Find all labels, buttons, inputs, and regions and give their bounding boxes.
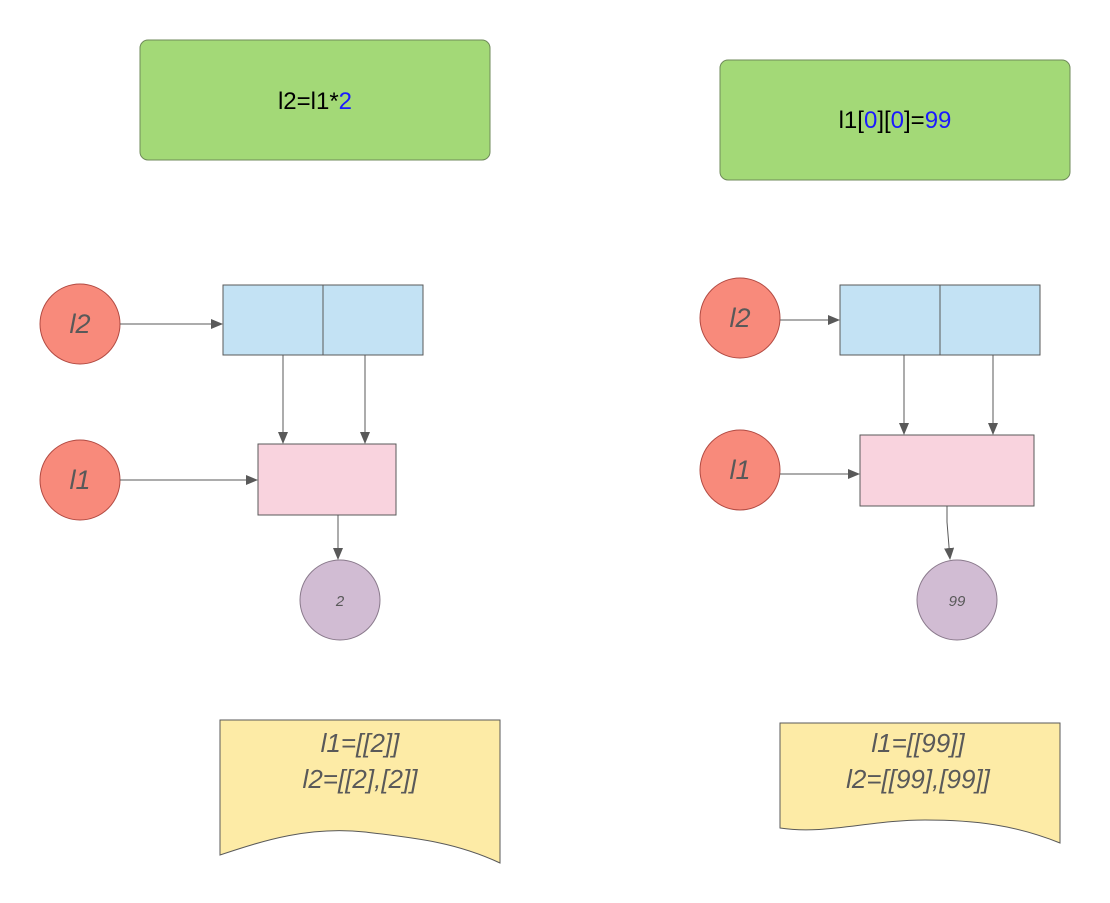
right-var-l1-node [699, 429, 781, 511]
right-note-line-1: l2=[[99],[99]] [846, 764, 991, 794]
right-code-part: 0 [864, 107, 877, 134]
left-inner-list [257, 443, 397, 516]
right-var-l2-label: l2 [729, 303, 750, 333]
right-note-line-0: l1=[[99]] [871, 728, 965, 758]
right-var-l2-node [699, 277, 781, 359]
left-outer-list-cell-1 [322, 284, 424, 356]
left-int-node [299, 559, 381, 641]
left-code-text: l2=l1*2 [278, 88, 352, 115]
left-var-l2-label: l2 [69, 309, 90, 339]
right-note-shape [779, 722, 1061, 844]
right-inner-list [859, 434, 1035, 507]
left-code-part: l2=l1* [278, 88, 339, 115]
right-int-label: 99 [949, 593, 966, 610]
right-code-part: ]= [904, 107, 925, 134]
left-outer-list-cell-0 [222, 284, 324, 356]
right-code-part: 0 [891, 107, 904, 134]
right-outer-list-cell-1 [939, 284, 1041, 356]
right-outer-list-cell-0 [839, 284, 941, 356]
left-code-box [139, 39, 491, 161]
left-note-line-0: l1=[[2]] [321, 728, 401, 758]
right-int-node [916, 559, 998, 641]
right-panel: l1[0][0]=99 l2 l1 99 l1=[[99]] l2=[[99],… [699, 59, 1071, 844]
right-var-l1-label: l1 [729, 455, 750, 485]
left-code-part: 2 [339, 88, 352, 115]
left-note-shape [219, 719, 501, 864]
left-panel: l2=l1*2 l2 l1 2 l1=[[2]] l2=[[2],[2]] [39, 39, 501, 864]
right-arrow-inner-to-int [944, 506, 955, 560]
right-code-part: l1[ [839, 107, 865, 134]
left-int-label: 2 [335, 593, 345, 610]
left-note-line-1: l2=[[2],[2]] [303, 764, 419, 794]
right-code-part: ][ [877, 107, 891, 134]
right-code-part: 99 [925, 107, 952, 134]
left-var-l1-label: l1 [69, 465, 90, 495]
right-code-text: l1[0][0]=99 [839, 107, 952, 134]
right-code-box [719, 59, 1071, 181]
